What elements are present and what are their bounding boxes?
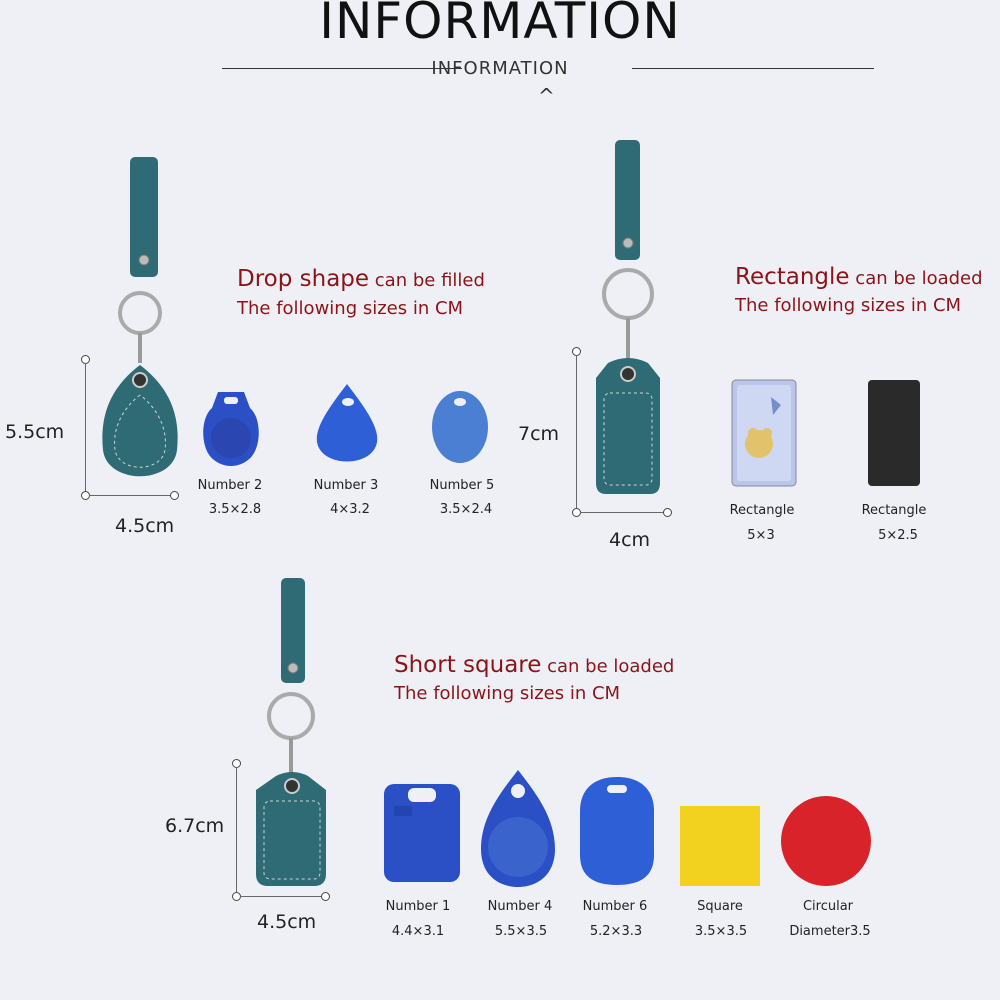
drop-width-label: 4.5cm: [115, 515, 175, 537]
drop-heading: Drop shape can be filled: [237, 264, 485, 296]
drop-heading-rest: can be filled: [369, 270, 485, 291]
drop-keychain-image: [102, 157, 178, 477]
short-item-name: Number 1: [385, 899, 451, 914]
rectangle-black-card-image: [868, 380, 920, 486]
drop-item-name: Number 3: [313, 478, 379, 493]
page-title: INFORMATION: [319, 0, 681, 50]
drop-item-name: Number 5: [429, 478, 495, 493]
drop-item-name: Number 2: [197, 478, 263, 493]
drop-width-line: [89, 495, 171, 496]
drop-item-size: 3.5×2.8: [208, 502, 262, 517]
short-dim-dot: [321, 892, 330, 901]
number-3-tag-image: [316, 384, 378, 462]
short-item-name: Square: [697, 899, 743, 914]
header-rule-left: [222, 68, 462, 69]
drop-item-size: 3.5×2.4: [439, 502, 493, 517]
short-heading-bold: Short square: [394, 652, 542, 678]
number-2-tag-image: [203, 392, 259, 466]
drop-height-label: 5.5cm: [5, 421, 65, 443]
short-item-size: 4.4×3.1: [391, 924, 445, 939]
rect-width-line: [580, 512, 665, 513]
number-6-tag-image: [580, 777, 654, 885]
rect-keychain-image: [596, 140, 660, 494]
short-height-line: [236, 767, 237, 892]
short-height-label: 6.7cm: [165, 815, 225, 837]
drop-height-line: [85, 363, 86, 493]
rect-heading-line2: The following sizes in CM: [735, 295, 962, 316]
short-heading-line2: The following sizes in CM: [394, 683, 621, 704]
rect-dim-dot: [663, 508, 672, 517]
rect-item-name: Rectangle: [861, 503, 927, 518]
drop-dim-dot: [170, 491, 179, 500]
short-item-name: Number 6: [582, 899, 648, 914]
number-5-tag-image: [432, 391, 488, 463]
short-heading-rest: can be loaded: [541, 656, 675, 677]
short-keychain-image: [256, 578, 326, 886]
page-subtitle: INFORMATION: [431, 58, 569, 79]
header-rule-right: [632, 68, 874, 69]
short-item-size: Diameter3.5: [789, 924, 871, 939]
rectangle-card-image: [731, 379, 797, 487]
rect-heading: Rectangle can be loaded: [735, 262, 983, 294]
circular-card-image: [781, 796, 871, 886]
short-item-name: Circular: [802, 899, 854, 914]
rect-item-size: 5×3: [747, 528, 775, 543]
drop-heading-bold: Drop shape: [237, 266, 370, 292]
rect-height-line: [576, 355, 577, 510]
rect-height-label: 7cm: [518, 423, 560, 445]
rect-item-size: 5×2.5: [878, 528, 918, 543]
rect-width-label: 4cm: [609, 529, 651, 551]
caret-icon: ^: [538, 84, 555, 108]
short-item-size: 5.2×3.3: [589, 924, 643, 939]
short-heading: Short square can be loaded: [394, 650, 674, 682]
short-width-line: [240, 896, 322, 897]
short-item-size: 5.5×3.5: [494, 924, 548, 939]
number-4-tag-image: [481, 770, 555, 887]
rect-heading-rest: can be loaded: [849, 268, 983, 289]
number-1-tag-image: [384, 784, 460, 882]
square-card-image: [680, 806, 760, 886]
rect-item-name: Rectangle: [729, 503, 795, 518]
drop-heading-line2: The following sizes in CM: [237, 298, 464, 319]
rect-heading-bold: Rectangle: [735, 264, 850, 290]
short-width-label: 4.5cm: [257, 911, 317, 933]
short-item-size: 3.5×3.5: [694, 924, 748, 939]
drop-item-size: 4×3.2: [330, 502, 370, 517]
short-item-name: Number 4: [487, 899, 553, 914]
